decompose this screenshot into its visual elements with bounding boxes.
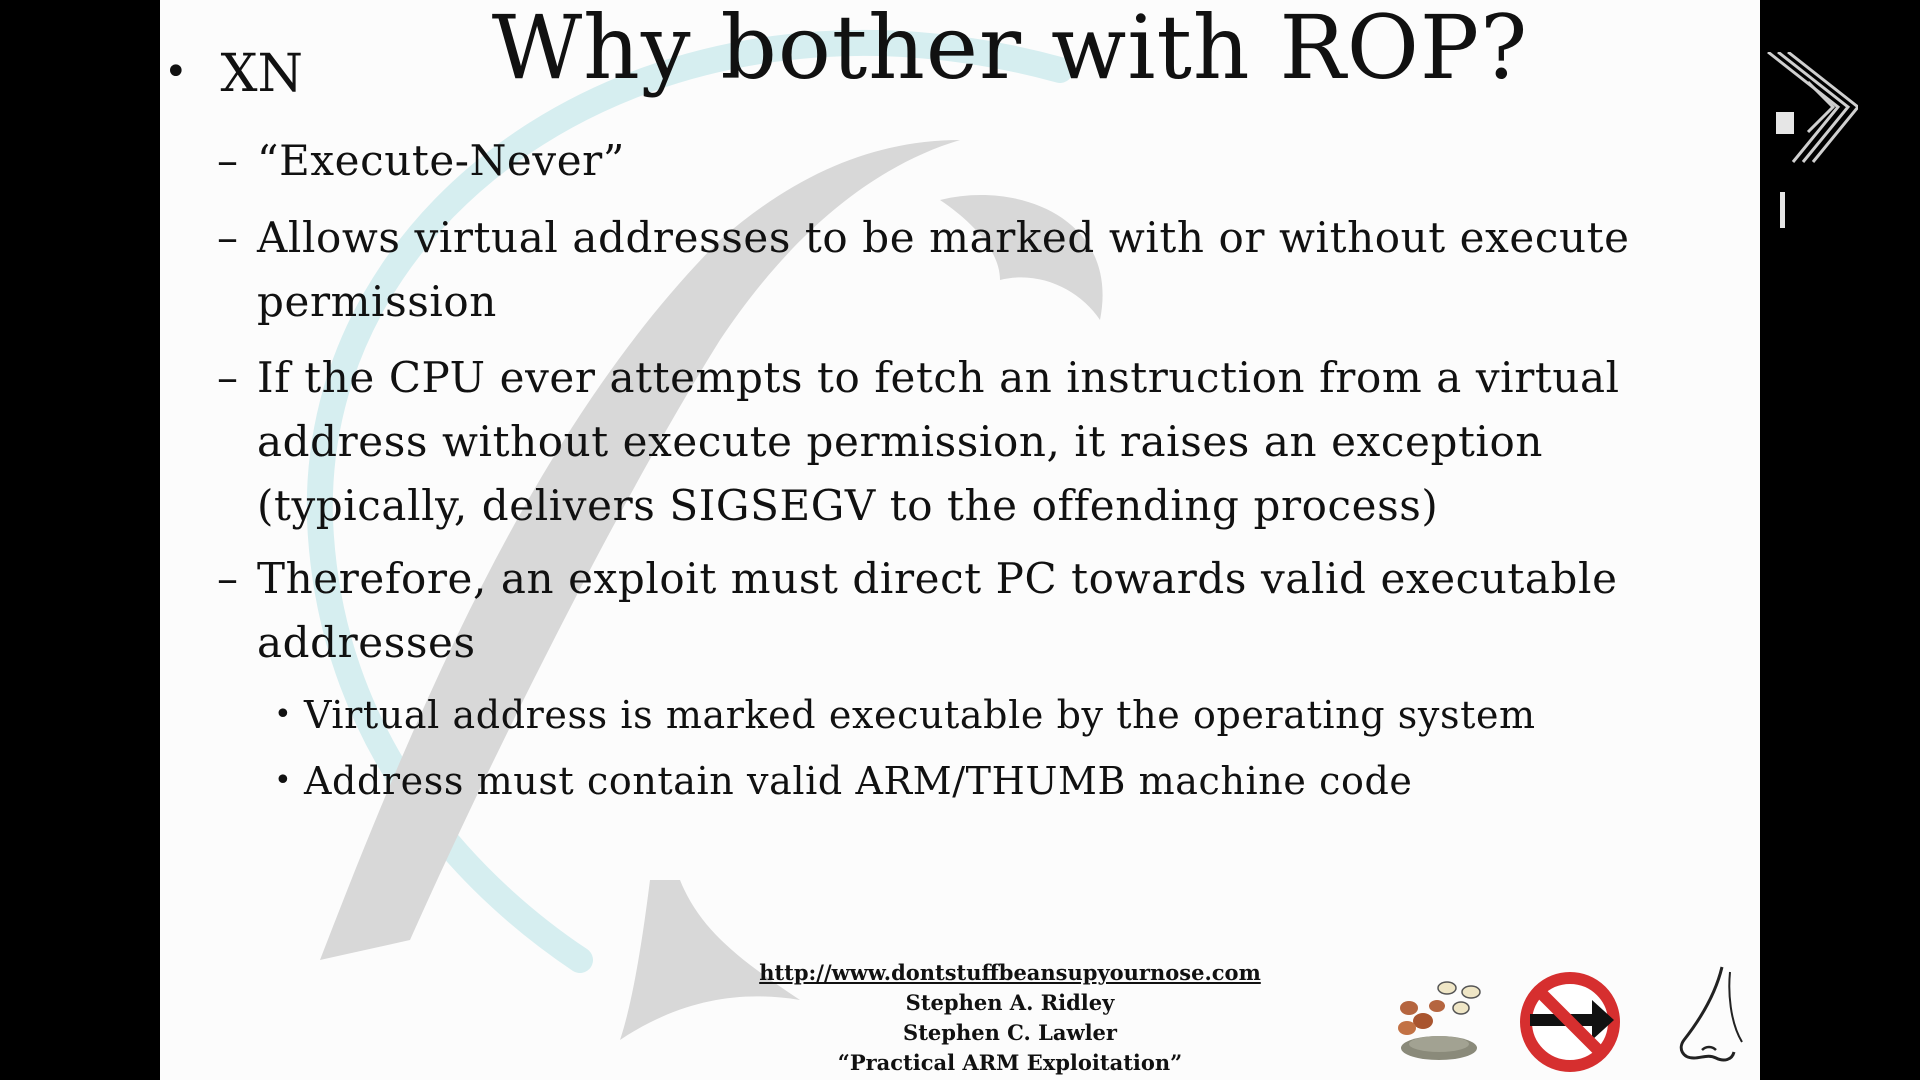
sub-list-item-text: Address must contain valid ARM/THUMB mac… [304, 759, 1413, 803]
list-item: – If the CPU ever attempts to fetch an i… [217, 346, 1737, 538]
footer-course: “Practical ARM Exploitation” [837, 1050, 1183, 1075]
slide-footer: http://www.dontstuffbeansupyournose.com … [160, 958, 1760, 1078]
list-item-text: If the CPU ever attempts to fetch an ins… [257, 353, 1620, 530]
no-entry-arrow-icon [1520, 972, 1620, 1072]
sub-list-item: • Virtual address is marked executable b… [274, 688, 1734, 742]
slide-title: Why bother with ROP? [491, 0, 1529, 99]
bullet-icon: • [274, 763, 293, 798]
channel-logo-icon [1767, 52, 1858, 228]
dash-icon: – [217, 136, 239, 185]
bullet-xn: • XN [164, 44, 303, 104]
bullet-icon: • [274, 697, 293, 732]
nose-icon [1679, 966, 1743, 1062]
dash-icon: – [217, 353, 239, 402]
list-item: – “Execute-Never” [217, 129, 1737, 193]
list-item-text: Allows virtual addresses to be marked wi… [257, 213, 1630, 326]
slide-content: • XN – “Execute-Never” – Allows virtual … [160, 0, 1760, 1080]
watermark-swoosh-icon [306, 29, 1103, 1040]
footer-url-link[interactable]: http://www.dontstuffbeansupyournose.com [759, 960, 1261, 985]
list-item: – Therefore, an exploit must direct PC t… [217, 547, 1737, 675]
list-item-text: “Execute-Never” [257, 136, 625, 185]
beans-icon [1398, 981, 1481, 1060]
footer-author-2: Stephen C. Lawler [903, 1020, 1117, 1045]
sub-list-item-text: Virtual address is marked executable by … [304, 693, 1536, 737]
bullet-text: XN [220, 44, 304, 104]
bullet-icon: • [164, 49, 188, 95]
list-item-text: Therefore, an exploit must direct PC tow… [257, 554, 1618, 667]
dash-icon: – [217, 213, 239, 262]
list-item: – Allows virtual addresses to be marked … [217, 206, 1737, 334]
sub-list-item: • Address must contain valid ARM/THUMB m… [274, 754, 1734, 808]
dash-icon: – [217, 554, 239, 603]
slide: Why bother with ROP? • XN – “Execute-Nev… [160, 0, 1760, 1080]
footer-author-1: Stephen A. Ridley [905, 990, 1115, 1015]
